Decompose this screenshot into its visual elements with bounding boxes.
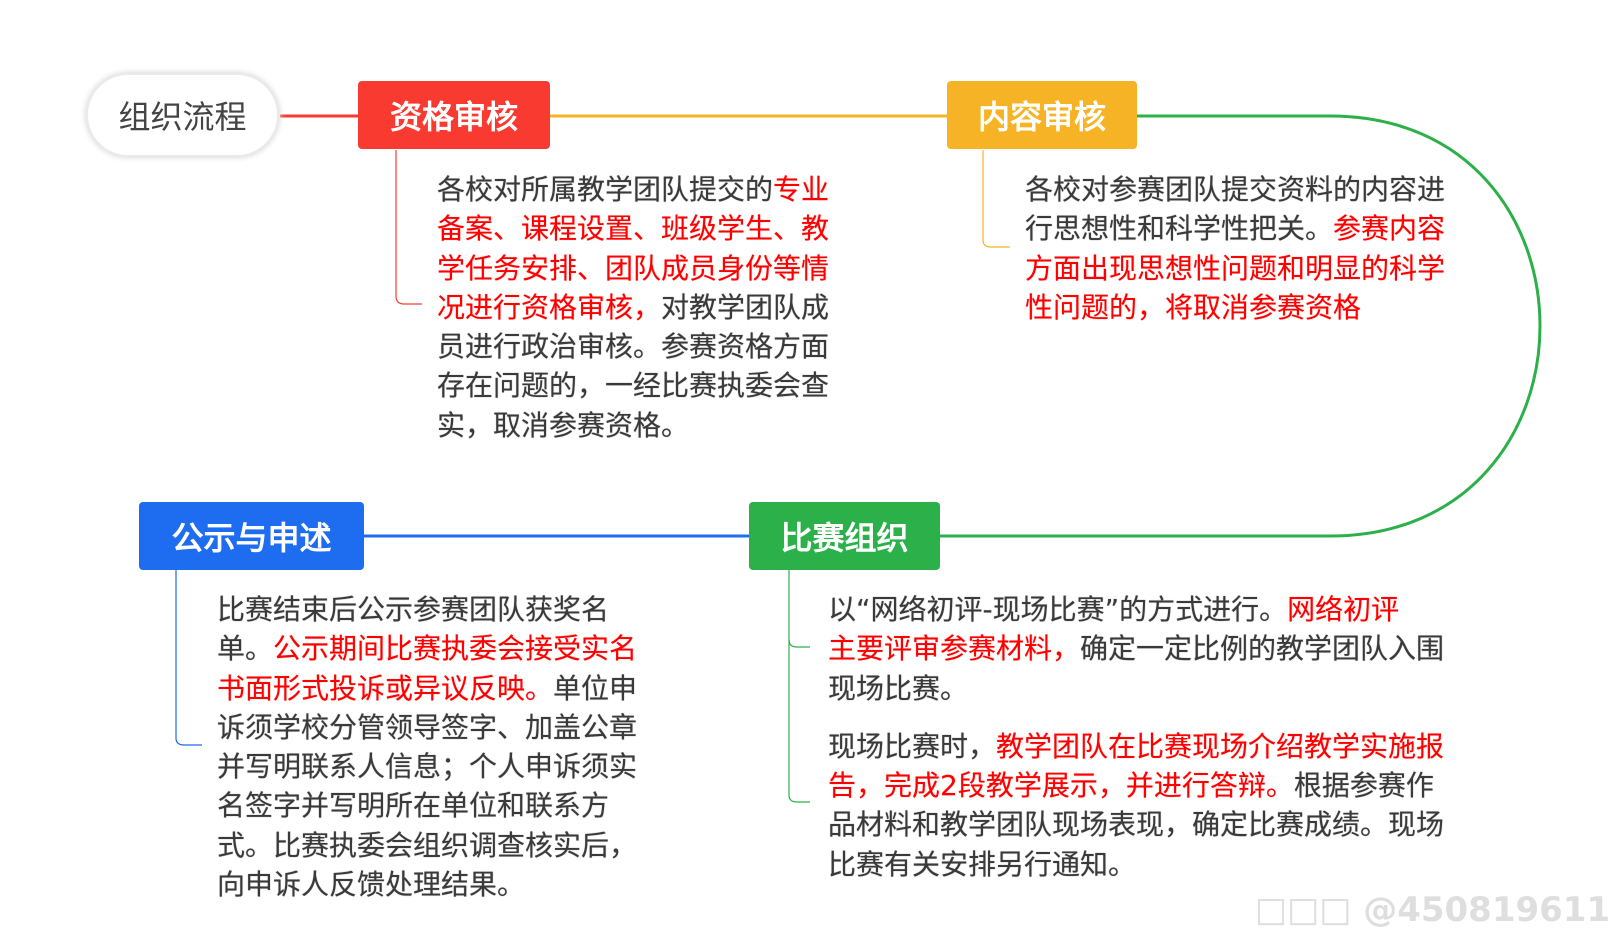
body-text: 实，取消参赛资格。 (437, 408, 690, 442)
publicity-bracket (175, 570, 202, 746)
body-text: 各校对所属教学团队提交的 (437, 173, 774, 206)
paragraph: 各校对参赛团队提交资料的内容进行思想性和科学性把关。参赛内容方面出现思想性问题和… (1025, 170, 1445, 327)
highlighted-text: 网络初评 (1287, 593, 1400, 626)
text-line: 各校对所属教学团队提交的专业 (437, 170, 829, 209)
highlighted-text: 专业 (773, 173, 830, 206)
body-text: 品材料和教学团队现场表现，确定比赛成绩。现场 (828, 808, 1445, 842)
highlighted-text: 备案、课程设置、班级学生、教 (437, 212, 830, 246)
text-line: 实，取消参赛资格。 (437, 406, 829, 445)
text-line: 并写明联系人信息；个人申诉须实 (217, 747, 637, 786)
text-line: 学任务安排、团队成员身份等情 (437, 249, 829, 288)
body-text: 根据参赛作 (1293, 769, 1434, 803)
body-text: 对教学团队成 (661, 290, 830, 324)
text-line: 存在问题的，一经比赛执委会查 (437, 366, 829, 405)
paragraph: 比赛结束后公示参赛团队获奖名单。公示期间比赛执委会接受实名书面形式投诉或异议反映… (217, 590, 637, 904)
text-line: 现场比赛。 (828, 669, 1444, 708)
node-publicity-appeal[interactable]: 公示与申述 (139, 502, 364, 570)
node-content-review[interactable]: 内容审核 (947, 81, 1137, 149)
text-line: 单。公示期间比赛执委会接受实名 (217, 629, 637, 668)
text-line: 向申诉人反馈处理结果。 (217, 865, 637, 904)
body-text: 单。 (217, 632, 274, 666)
content-to-competition-curve (940, 114, 1542, 538)
highlighted-text: 书面形式投诉或异议反映。 (217, 671, 554, 705)
highlighted-text: 学任务安排、团队成员身份等情 (437, 251, 830, 285)
node-qualification-review[interactable]: 资格审核 (358, 81, 550, 149)
highlighted-text: 主要评审参赛材料， (828, 632, 1081, 666)
text-line: 现场比赛时，教学团队在比赛现场介绍教学实施报 (828, 727, 1444, 766)
highlighted-text: 公示期间比赛执委会接受实名 (273, 632, 638, 666)
body-text: 向申诉人反馈处理结果。 (217, 868, 526, 902)
node-label: 内容审核 (977, 98, 1106, 136)
body-text: 员进行政治审核。参赛资格方面 (437, 330, 830, 364)
node-label: 比赛组织 (780, 519, 909, 557)
highlighted-text: 告，完成2段教学展示，并进行答辩。 (828, 769, 1294, 803)
text-line: 员进行政治审核。参赛资格方面 (437, 327, 829, 366)
watermark: □□□ @450819611 (1255, 890, 1611, 930)
body-text: 诉须学校分管领导签字、加盖公章 (217, 710, 638, 744)
root-label: 组织流程 (118, 98, 247, 136)
paragraph: 现场比赛时，教学团队在比赛现场介绍教学实施报告，完成2段教学展示，并进行答辩。根… (828, 727, 1444, 884)
body-text: 式。比赛执委会组织调查核实后， (217, 828, 638, 862)
text-line: 诉须学校分管领导签字、加盖公章 (217, 708, 637, 747)
body-text: 并写明联系人信息；个人申诉须实 (217, 750, 638, 784)
text-line: 品材料和教学团队现场表现，确定比赛成绩。现场 (828, 805, 1444, 844)
body-text: 比赛有关安排另行通知。 (828, 847, 1137, 881)
body-text: 现场比赛时， (828, 729, 997, 763)
highlighted-text: 方面出现思想性问题和明显的科学 (1025, 251, 1446, 285)
competition-description: 以“网络初评-现场比赛”的方式进行。网络初评主要评审参赛材料，确定一定比例的教学… (828, 590, 1444, 884)
text-line: 比赛有关安排另行通知。 (828, 845, 1444, 884)
body-text: 现场比赛。 (828, 671, 969, 705)
text-line: 性问题的，将取消参赛资格 (1025, 288, 1445, 327)
node-label: 资格审核 (389, 98, 518, 136)
highlighted-text: 况进行资格审核， (437, 290, 662, 324)
qualification-description: 各校对所属教学团队提交的专业备案、课程设置、班级学生、教学任务安排、团队成员身份… (437, 170, 829, 445)
text-line: 以“网络初评-现场比赛”的方式进行。网络初评 (828, 590, 1444, 629)
node-competition[interactable]: 比赛组织 (749, 502, 940, 570)
text-line: 方面出现思想性问题和明显的科学 (1025, 249, 1445, 288)
paragraph: 各校对所属教学团队提交的专业备案、课程设置、班级学生、教学任务安排、团队成员身份… (437, 170, 829, 445)
competition-bracket-1 (788, 570, 810, 648)
body-text: 行思想性和科学性把关。 (1025, 212, 1334, 246)
body-text: 存在问题的，一经比赛执委会查 (437, 369, 830, 403)
root-node[interactable]: 组织流程 (85, 72, 280, 158)
text-line: 告，完成2段教学展示，并进行答辩。根据参赛作 (828, 766, 1444, 805)
body-text: 各校对参赛团队提交资料的内容进 (1025, 173, 1446, 206)
text-line: 备案、课程设置、班级学生、教 (437, 209, 829, 248)
text-line: 书面形式投诉或异议反映。单位申 (217, 669, 637, 708)
paragraph: 以“网络初评-现场比赛”的方式进行。网络初评主要评审参赛材料，确定一定比例的教学… (828, 590, 1444, 708)
competition-bracket-2 (788, 640, 810, 803)
publicity-description: 比赛结束后公示参赛团队获奖名单。公示期间比赛执委会接受实名书面形式投诉或异议反映… (217, 590, 637, 904)
body-text: 名签字并写明所在单位和联系方 (217, 789, 610, 823)
node-label: 公示与申述 (171, 519, 332, 557)
text-line: 主要评审参赛材料，确定一定比例的教学团队入围 (828, 629, 1444, 668)
content-description: 各校对参赛团队提交资料的内容进行思想性和科学性把关。参赛内容方面出现思想性问题和… (1025, 170, 1445, 327)
text-line: 行思想性和科学性把关。参赛内容 (1025, 209, 1445, 248)
text-line: 况进行资格审核，对教学团队成 (437, 288, 829, 327)
body-text: 比赛结束后公示参赛团队获奖名 (217, 593, 610, 626)
qualification-bracket (395, 150, 422, 305)
content-bracket (982, 150, 1010, 248)
highlighted-text: 参赛内容 (1333, 212, 1446, 246)
body-text: 单位申 (553, 671, 638, 705)
text-line: 式。比赛执委会组织调查核实后， (217, 826, 637, 865)
highlighted-text: 教学团队在比赛现场介绍教学实施报 (996, 729, 1445, 763)
text-line: 比赛结束后公示参赛团队获奖名 (217, 590, 637, 629)
text-line: 名签字并写明所在单位和联系方 (217, 786, 637, 825)
body-text: 确定一定比例的教学团队入围 (1080, 632, 1445, 666)
text-line: 各校对参赛团队提交资料的内容进 (1025, 170, 1445, 209)
highlighted-text: 性问题的，将取消参赛资格 (1025, 290, 1362, 324)
body-text: 以“网络初评-现场比赛”的方式进行。 (828, 593, 1288, 626)
